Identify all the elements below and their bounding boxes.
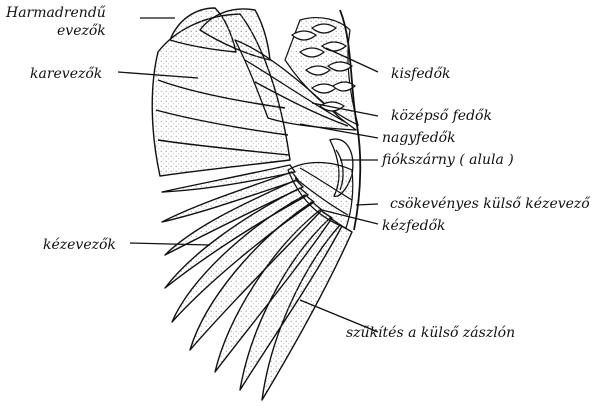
label-tertials-line1: Harmadrendű (6, 5, 106, 21)
label-lesser-coverts: kisfedők (391, 66, 451, 82)
tertial-feathers (169, 7, 271, 61)
primary-coverts (287, 161, 354, 229)
label-greater-coverts: nagyfedők (382, 130, 456, 146)
label-middle-coverts: középső fedők (391, 108, 492, 124)
label-vestigial-primary: csökevényes külső kézevező (390, 196, 590, 212)
label-primary-coverts: kézfedők (382, 218, 446, 234)
label-secondaries: karevezők (30, 66, 103, 82)
label-emargination: szűkítés a külső zászlón (346, 325, 516, 341)
wing-leading-edge (339, 9, 362, 231)
label-alula: fiókszárny ( alula ) (382, 152, 514, 168)
primary-feathers (161, 164, 353, 401)
label-primaries: kézevezők (43, 237, 116, 253)
label-tertials-line2: evezők (57, 23, 106, 39)
pointer-lines (117, 17, 379, 333)
lesser-coverts (284, 17, 359, 127)
